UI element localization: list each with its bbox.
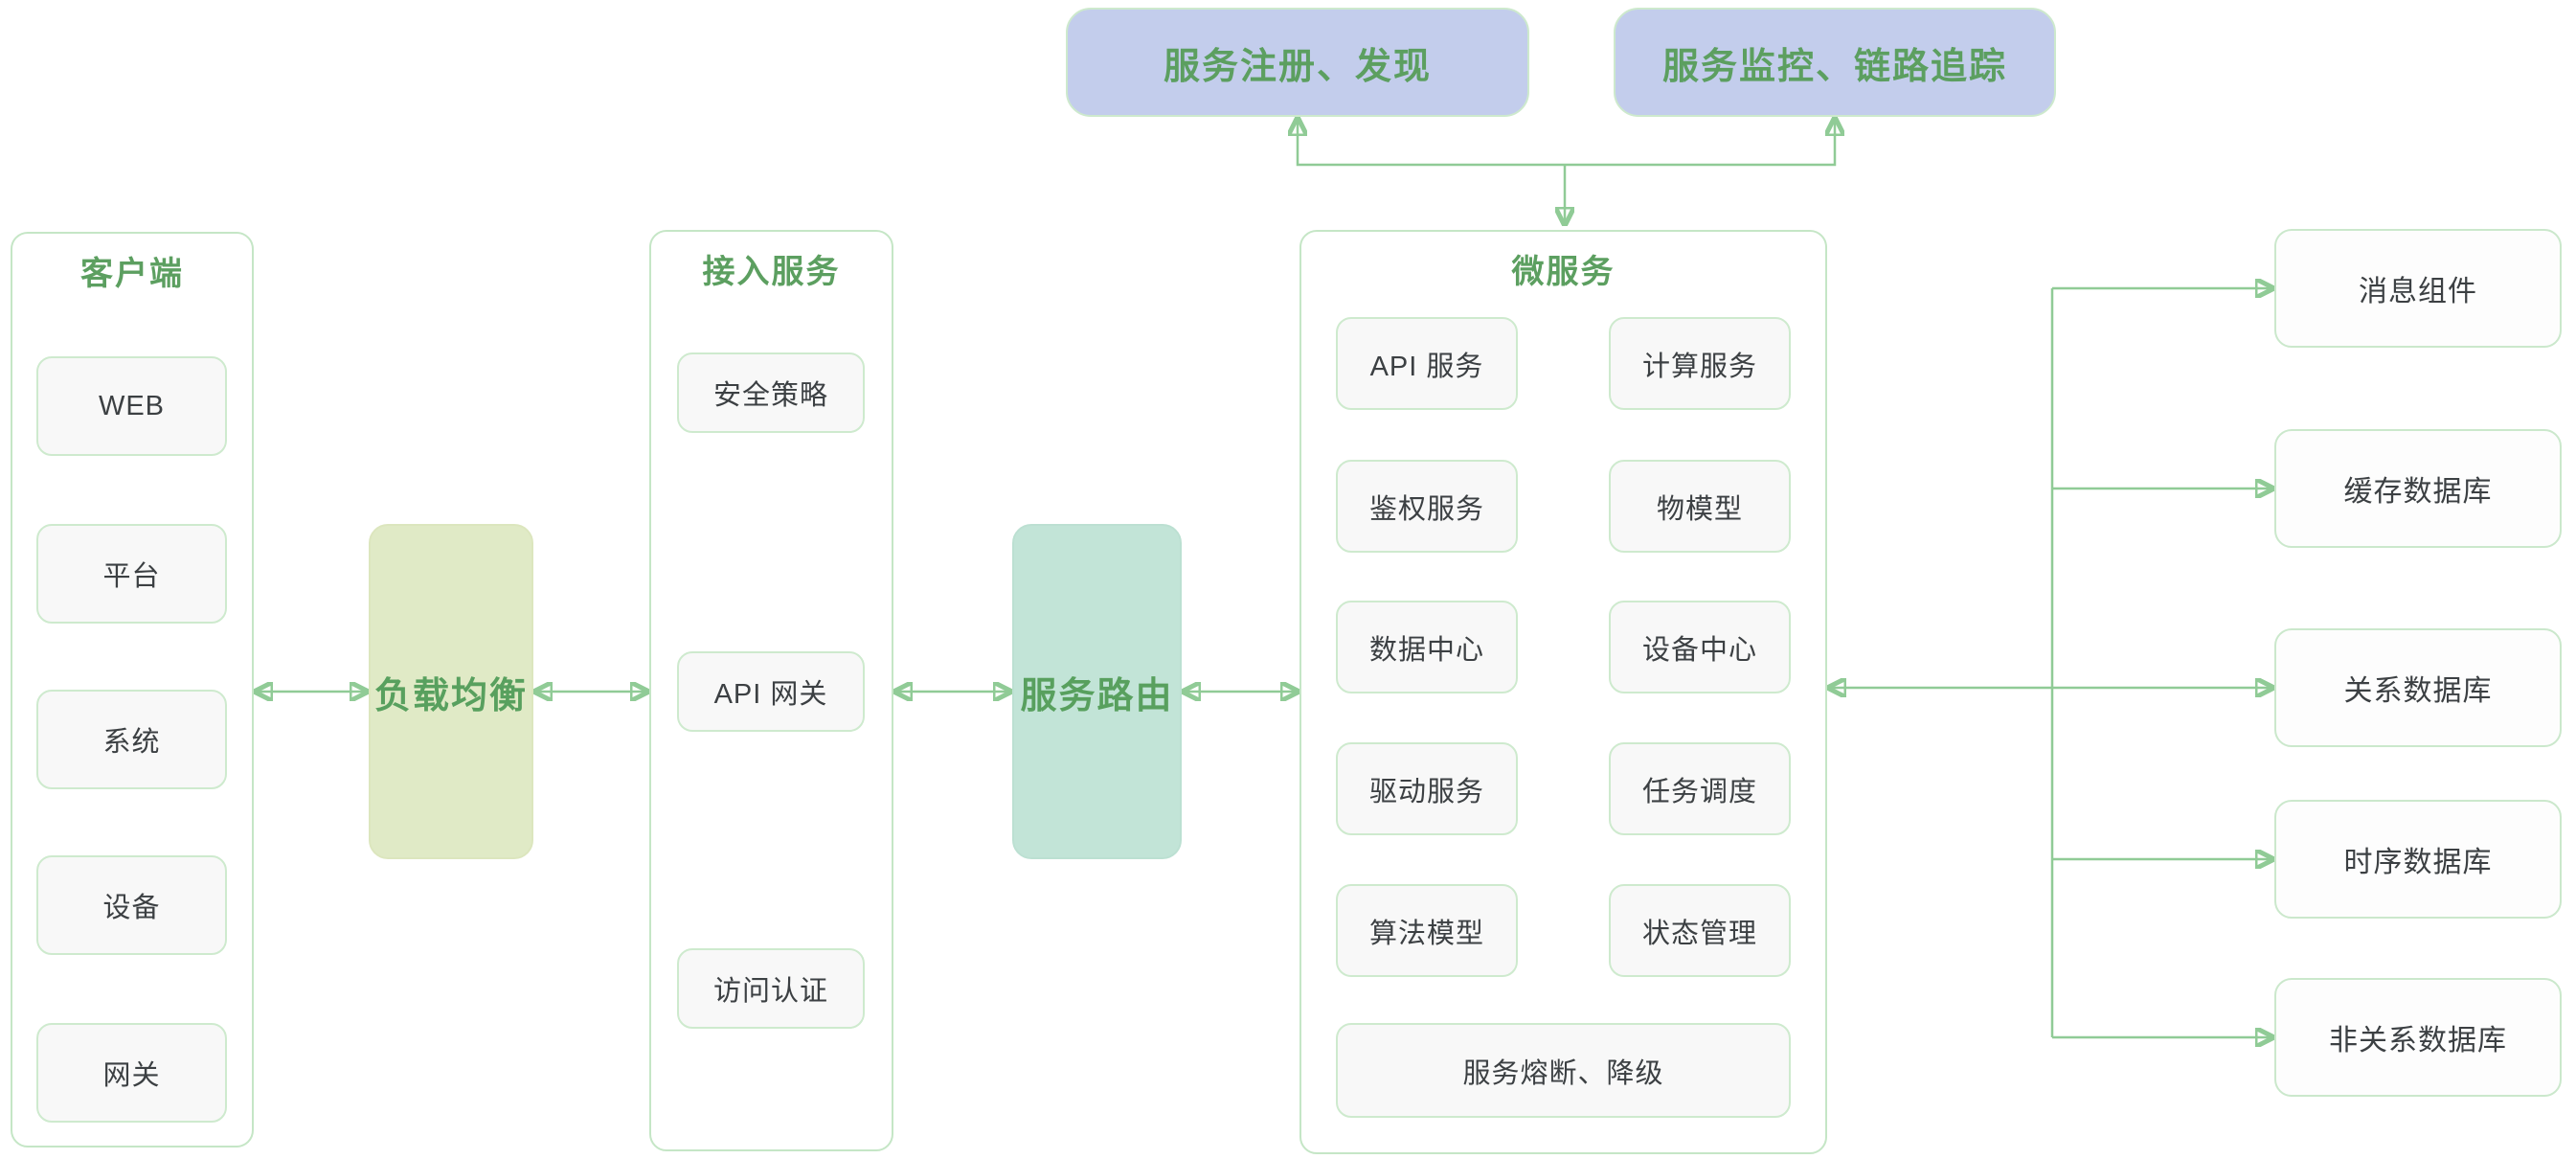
micro-item-device-center: 设备中心 <box>1609 601 1791 693</box>
micro-item-driver-service: 驱动服务 <box>1336 742 1518 835</box>
access-item-access-auth: 访问认证 <box>677 948 865 1029</box>
micro-item-auth-service: 鉴权服务 <box>1336 460 1518 553</box>
micro-item-thing-model: 物模型 <box>1609 460 1791 553</box>
micro-item-api-service: API 服务 <box>1336 317 1518 410</box>
datastore-nosql-db: 非关系数据库 <box>2274 978 2562 1097</box>
client-item-platform: 平台 <box>36 524 227 624</box>
datastore-relational-db: 关系数据库 <box>2274 628 2562 747</box>
client-item-device: 设备 <box>36 855 227 955</box>
datastore-timeseries-db: 时序数据库 <box>2274 800 2562 919</box>
connector-registry-monitor <box>1298 121 1835 167</box>
load-balancer-box: 负载均衡 <box>369 524 533 859</box>
micro-item-circuit-breaker-degrade: 服务熔断、降级 <box>1336 1023 1791 1118</box>
micro-item-task-scheduler: 任务调度 <box>1609 742 1791 835</box>
client-item-system: 系统 <box>36 690 227 789</box>
access-item-security-policy: 安全策略 <box>677 352 865 433</box>
micro-item-algorithm-model: 算法模型 <box>1336 884 1518 977</box>
micro-item-state-management: 状态管理 <box>1609 884 1791 977</box>
client-item-gateway: 网关 <box>36 1023 227 1123</box>
client-item-web: WEB <box>36 356 227 456</box>
micro-item-data-center: 数据中心 <box>1336 601 1518 693</box>
service-router-box: 服务路由 <box>1012 524 1182 859</box>
access-item-api-gateway: API 网关 <box>677 651 865 732</box>
datastore-message-component: 消息组件 <box>2274 229 2562 348</box>
service-registry-discovery-box: 服务注册、发现 <box>1066 8 1529 117</box>
service-monitor-tracing-box: 服务监控、链路追踪 <box>1614 8 2056 117</box>
microservices-panel-title: 微服务 <box>1511 254 1616 290</box>
micro-item-compute-service: 计算服务 <box>1609 317 1791 410</box>
client-panel-title: 客户端 <box>80 256 184 292</box>
datastore-cache-db: 缓存数据库 <box>2274 429 2562 548</box>
access-service-panel-title: 接入服务 <box>702 254 841 290</box>
